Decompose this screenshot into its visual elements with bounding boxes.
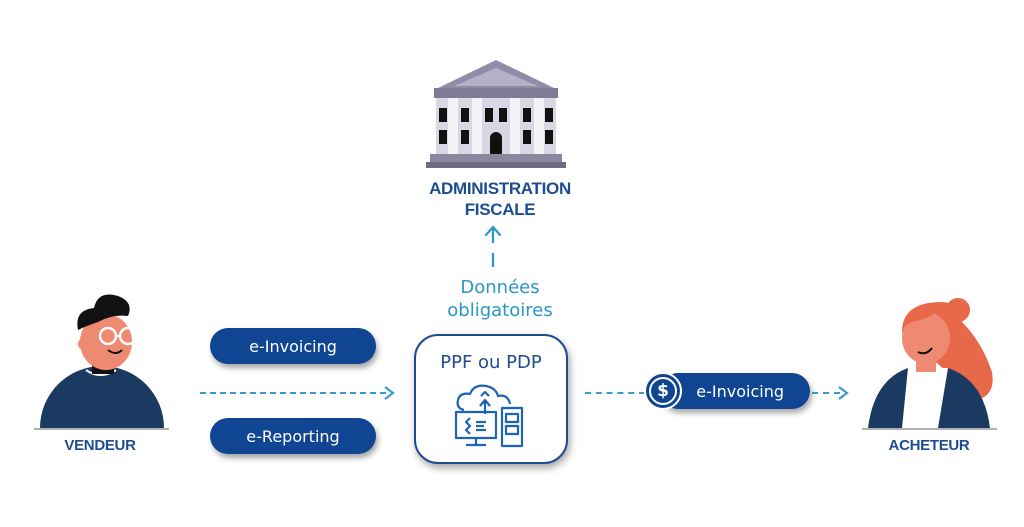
woman-avatar-icon bbox=[862, 292, 997, 432]
dashed-line-right-a bbox=[585, 392, 645, 394]
vendeur-label: VENDEUR bbox=[64, 437, 136, 454]
man-avatar-icon bbox=[34, 290, 169, 430]
e-reporting-pill: e-Reporting bbox=[210, 418, 376, 454]
donnees-obligatoires-label: Données obligatoires bbox=[447, 277, 553, 321]
platform-title: PPF ou PDP bbox=[440, 352, 542, 373]
e-invoicing-pill-left: e-Invoicing bbox=[210, 328, 376, 364]
acheteur-label: ACHETEUR bbox=[888, 437, 970, 454]
e-invoicing-pill-right: e-Invoicing bbox=[660, 373, 810, 409]
arrow-up-icon bbox=[483, 223, 503, 269]
administration-fiscale-label: ADMINISTRATION FISCALE bbox=[429, 179, 571, 219]
platform-box: PPF ou PDP bbox=[414, 334, 568, 464]
cloud-computer-server-icon bbox=[454, 384, 530, 448]
dollar-icon: $ bbox=[644, 372, 682, 410]
government-building-icon bbox=[426, 58, 566, 170]
dashed-line-right-b bbox=[812, 392, 840, 394]
arrow-right-icon-2 bbox=[836, 385, 850, 401]
arrow-right-icon bbox=[382, 385, 396, 401]
dashed-line-left bbox=[200, 392, 386, 394]
